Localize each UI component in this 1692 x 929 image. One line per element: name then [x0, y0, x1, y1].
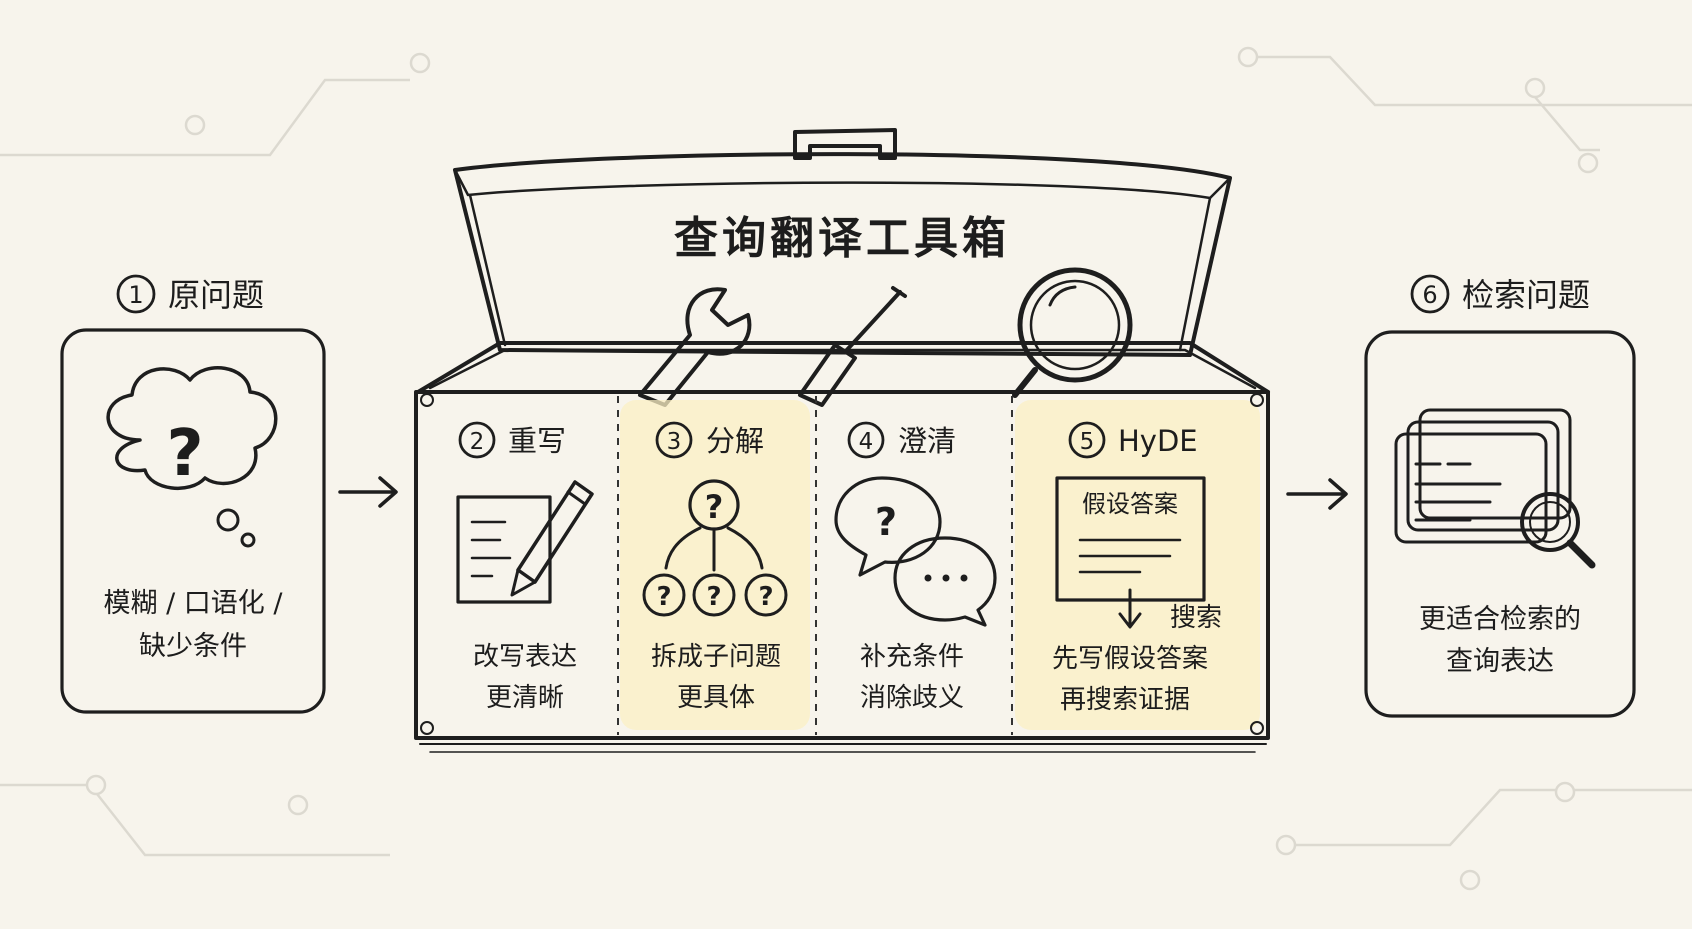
toolbox-rivets [420, 393, 1264, 735]
tool-decompose-title: 分解 [706, 424, 764, 458]
tool-hyde-title: HyDE [1118, 424, 1198, 458]
step-5-badge [1068, 421, 1106, 459]
step-1-number: 1 [128, 281, 143, 309]
tool-clarify-line1: 补充条件 [860, 642, 964, 672]
retrieval-query-card [1364, 330, 1636, 718]
hyde-highlight [1015, 400, 1260, 730]
tool-clarify: 4 澄清 ? 补充条件 消除歧义 [834, 421, 997, 713]
tool-hyde-line2: 再搜索证据 [1060, 685, 1190, 715]
wrench-icon [638, 287, 752, 407]
chat-bubbles-icon: ? [834, 476, 997, 627]
tool-decompose: 3 分解 ? ? ? ? 拆成子问题 更具体 [642, 421, 788, 713]
svg-text:?: ? [705, 488, 724, 526]
tool-hyde: 5 HyDE 假设答案 搜索 先写假设答案 再搜索证据 [1052, 421, 1222, 715]
tool-rewrite-line2: 更清晰 [486, 683, 564, 713]
arrow-right-icon-2 [1286, 478, 1348, 510]
step-2-badge [458, 421, 496, 459]
document-pencil-icon [456, 480, 594, 604]
hypothetical-doc-icon: 假设答案 搜索 [1055, 476, 1222, 633]
step-4-number: 4 [859, 429, 874, 455]
tool-rewrite-line1: 改写表达 [473, 642, 577, 672]
original-question-title: 原问题 [168, 276, 264, 314]
svg-text:?: ? [758, 582, 773, 612]
tool-decompose-line1: 拆成子问题 [651, 642, 781, 672]
step-2-number: 2 [470, 429, 485, 455]
stacked-documents-search-icon [1394, 408, 1596, 569]
tool-clarify-title: 澄清 [898, 424, 956, 458]
retrieval-query-title: 检索问题 [1462, 276, 1590, 314]
arrow-right-icon [338, 476, 398, 508]
tool-rewrite-title: 重写 [508, 424, 566, 458]
toolbox-title: 查询翻译工具箱 [674, 213, 1010, 264]
svg-text:?: ? [706, 582, 721, 612]
step-3-badge [655, 421, 693, 459]
question-tree-icon: ? ? ? ? [642, 479, 788, 617]
magnifier-icon [1012, 267, 1133, 398]
original-question-card [60, 328, 326, 714]
tool-decompose-line2: 更具体 [677, 683, 755, 713]
tool-clarify-line2: 消除歧义 [860, 683, 964, 713]
original-question-panel: 1 原问题 ? 模糊 / 口语化 / 缺少条件 [60, 274, 326, 714]
svg-text:?: ? [875, 500, 897, 544]
tool-rewrite: 2 重写 改写表达 更清晰 [456, 421, 594, 713]
step-4-badge [847, 421, 885, 459]
screwdriver-icon [798, 286, 907, 407]
step-1-badge [116, 274, 156, 314]
hyde-doc-title: 假设答案 [1082, 490, 1178, 518]
hyde-search-label: 搜索 [1170, 603, 1222, 633]
step-6-number: 6 [1422, 281, 1437, 309]
toolbox: 查询翻译工具箱 [414, 128, 1270, 753]
original-question-desc-line2: 缺少条件 [139, 631, 247, 662]
retrieval-query-panel: 6 检索问题 更适合检索的 查询表达 [1364, 274, 1636, 718]
retrieval-query-desc-line1: 更适合检索的 [1419, 604, 1581, 635]
svg-text:?: ? [656, 582, 671, 612]
toolbox-body [414, 390, 1270, 740]
tool-hyde-line1: 先写假设答案 [1052, 644, 1208, 674]
circuit-decoration [0, 46, 1692, 891]
retrieval-query-desc-line2: 查询表达 [1446, 646, 1554, 677]
question-mark-icon: ? [166, 417, 203, 491]
original-question-desc-line1: 模糊 / 口语化 / [104, 588, 284, 619]
toolbox-lid [453, 152, 1232, 357]
column-dividers [617, 396, 1013, 735]
thought-cloud-icon: ? [106, 366, 278, 548]
step-3-number: 3 [667, 429, 682, 455]
step-5-number: 5 [1080, 429, 1095, 455]
step-6-badge [1410, 274, 1450, 314]
